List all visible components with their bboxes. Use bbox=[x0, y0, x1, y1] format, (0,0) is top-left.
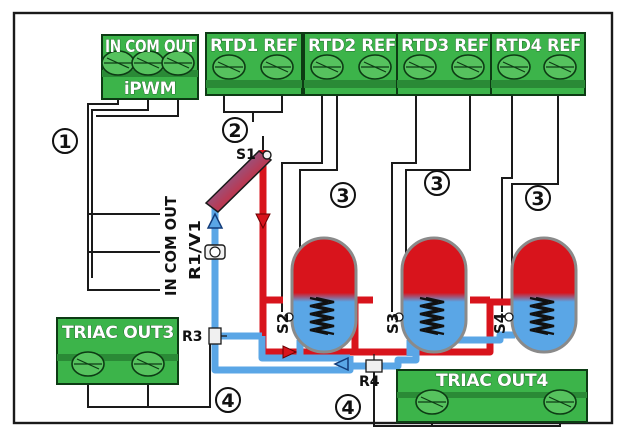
marker-3a: 3 bbox=[330, 182, 356, 208]
marker-3b: 3 bbox=[424, 170, 450, 196]
pump-pins-label: IN COM OUT bbox=[162, 195, 180, 296]
flow-arrow-left bbox=[333, 356, 349, 372]
flow-arrow-down bbox=[255, 213, 271, 230]
flow-arrow-up bbox=[206, 212, 224, 229]
solar-collector bbox=[204, 150, 273, 213]
svg-text:4: 4 bbox=[341, 397, 354, 419]
rtd2-label: RTD2 REF bbox=[308, 36, 396, 56]
terminal-rtd2: RTD2 REF bbox=[303, 32, 401, 96]
flow-arrow-right bbox=[282, 345, 298, 359]
svg-text:4: 4 bbox=[221, 390, 234, 412]
marker-4b: 4 bbox=[335, 394, 361, 420]
valve-r4-label: R4 bbox=[359, 374, 380, 390]
terminal-ipwm: IN COM OUT iPWM bbox=[101, 34, 199, 100]
sensor-s4-label: S4 bbox=[491, 313, 509, 334]
rtd1-label: RTD1 REF bbox=[210, 36, 298, 56]
terminal-triac-out4: TRIAC OUT4 bbox=[396, 369, 588, 423]
pump-icon bbox=[204, 244, 226, 260]
valve-r4-icon bbox=[365, 354, 383, 373]
ipwm-name-label: iPWM bbox=[124, 79, 176, 99]
storage-tank-1 bbox=[284, 236, 358, 354]
marker-2: 2 bbox=[222, 117, 248, 143]
storage-tank-2 bbox=[394, 236, 468, 354]
marker-3c: 3 bbox=[525, 185, 551, 211]
terminal-triac-out3: TRIAC OUT3 bbox=[56, 317, 179, 385]
rtd4-label: RTD4 REF bbox=[495, 36, 581, 56]
svg-text:1: 1 bbox=[58, 131, 71, 153]
svg-text:3: 3 bbox=[430, 173, 443, 195]
valve-r3-icon bbox=[208, 327, 227, 345]
marker-4a: 4 bbox=[215, 387, 241, 413]
sensor-s3-label: S3 bbox=[384, 313, 402, 334]
storage-tank-3 bbox=[504, 236, 578, 354]
sensor-s2-label: S2 bbox=[274, 313, 292, 334]
ipwm-pins-label: IN COM OUT bbox=[105, 37, 196, 57]
svg-text:3: 3 bbox=[531, 188, 544, 210]
pump-label: R1/V1 bbox=[186, 220, 204, 280]
triac4-label: TRIAC OUT4 bbox=[436, 371, 549, 391]
terminal-rtd4: RTD4 REF bbox=[490, 32, 586, 96]
rtd3-label: RTD3 REF bbox=[401, 36, 489, 56]
triac3-label: TRIAC OUT3 bbox=[62, 323, 174, 343]
terminal-rtd3: RTD3 REF bbox=[396, 32, 494, 96]
svg-text:3: 3 bbox=[336, 185, 349, 207]
sensor-s1-label: S1 bbox=[236, 147, 256, 163]
svg-text:2: 2 bbox=[228, 120, 241, 142]
terminal-rtd1: RTD1 REF bbox=[205, 32, 303, 96]
marker-1: 1 bbox=[52, 128, 78, 154]
valve-r3-label: R3 bbox=[182, 329, 203, 345]
control-wiring bbox=[87, 95, 561, 427]
